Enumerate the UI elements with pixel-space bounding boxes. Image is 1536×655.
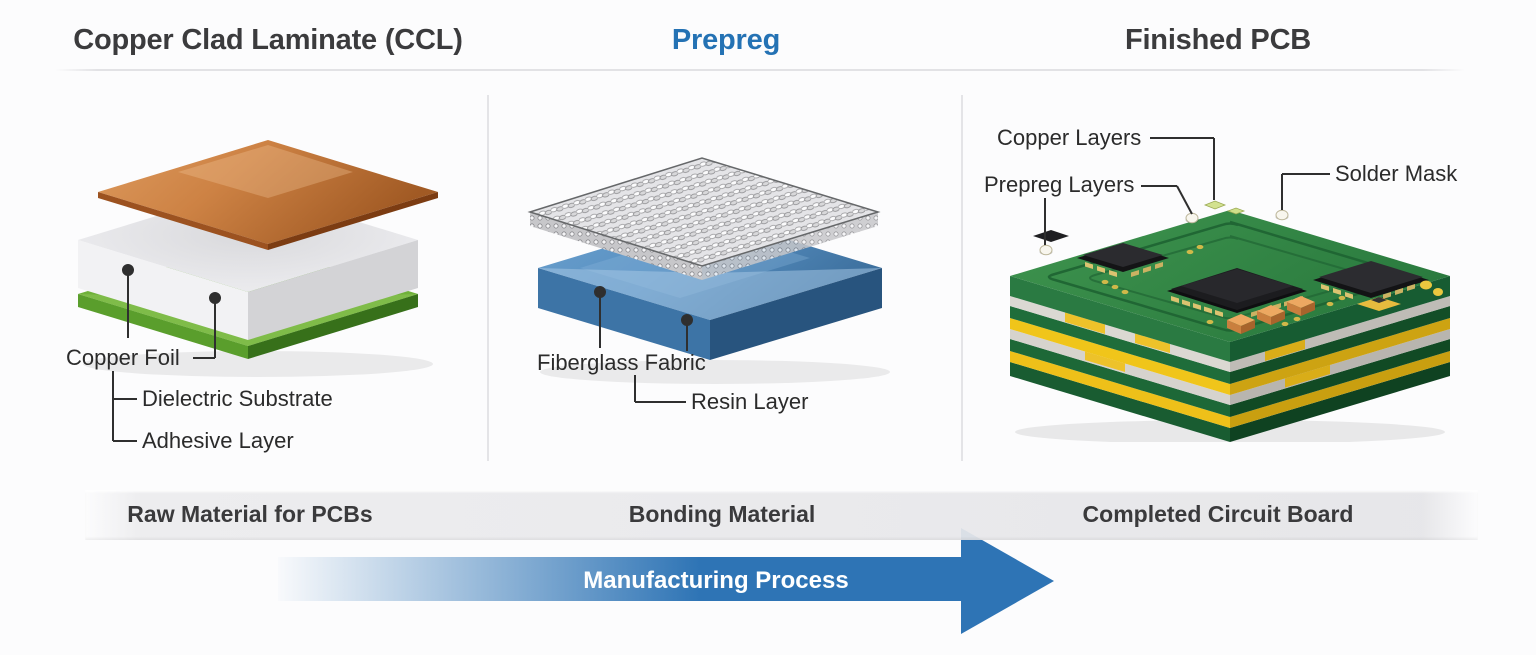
copper-foil-sheet	[98, 140, 438, 250]
panel-divider-right	[961, 95, 963, 461]
panel-divider-left	[487, 95, 489, 461]
right-chip	[1313, 261, 1429, 299]
caption-bonding-material: Bonding Material	[628, 501, 816, 527]
caption-band	[85, 490, 1478, 540]
label-dielectric-substrate: Dielectric Substrate	[142, 386, 333, 411]
arrow-body	[278, 557, 961, 601]
gold-ring-pad	[1420, 280, 1432, 290]
finished-pcb-illustration	[1010, 200, 1450, 442]
fiberglass-fabric-sheet	[527, 157, 881, 280]
manufacturing-process-arrow	[278, 528, 1054, 634]
panel-title-finished-pcb: Finished PCB	[1124, 24, 1312, 56]
label-copper-layers: Copper Layers	[997, 125, 1142, 150]
label-fiberglass-fabric: Fiberglass Fabric	[537, 350, 706, 375]
via-domes	[1039, 209, 1289, 256]
pcb-components	[1033, 200, 1443, 334]
gold-ring-pad	[1433, 288, 1443, 296]
prepreg-shadow	[540, 360, 890, 384]
orange-capacitors	[1227, 296, 1315, 334]
left-soic-chip	[1077, 243, 1169, 277]
label-prepreg-layers: Prepreg Layers	[984, 172, 1135, 197]
lime-component	[1226, 207, 1246, 215]
label-solder-mask: Solder Mask	[1335, 161, 1458, 186]
panel-title-prepreg: Prepreg	[671, 24, 781, 56]
arrow-label: Manufacturing Process	[583, 567, 849, 594]
lime-component	[1203, 200, 1227, 210]
gold-pads	[1101, 244, 1346, 327]
pcb-layer-stack	[1010, 276, 1450, 442]
label-adhesive-layer: Adhesive Layer	[142, 428, 294, 453]
caption-completed-board: Completed Circuit Board	[1082, 501, 1354, 527]
small-chip	[1033, 230, 1069, 242]
prepreg-illustration	[527, 157, 890, 384]
caption-raw-material: Raw Material for PCBs	[127, 501, 373, 527]
gold-component	[1357, 297, 1401, 311]
panel-title-ccl: Copper Clad Laminate (CCL)	[73, 24, 463, 56]
header-rule	[55, 69, 1465, 71]
label-resin-layer: Resin Layer	[691, 389, 809, 414]
ccl-illustration	[78, 140, 438, 377]
label-copper-foil: Copper Foil	[66, 345, 180, 370]
ccl-shadow	[83, 351, 433, 377]
gold-component-top	[1371, 297, 1387, 303]
arrow-head	[961, 528, 1054, 634]
